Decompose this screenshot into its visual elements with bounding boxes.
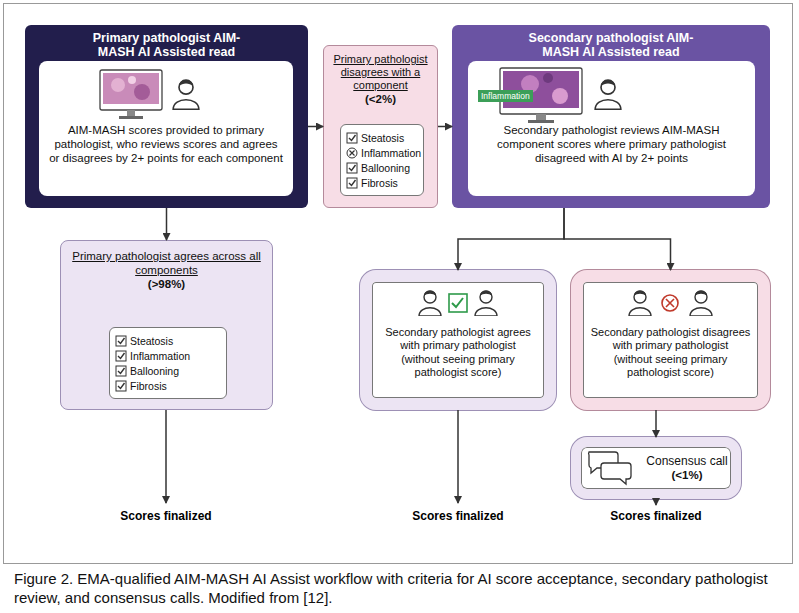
screen-tag: Inflammation [478,90,533,102]
flow-arrow [308,126,323,128]
box-text: Primary pathologist AIM-MASH AI Assisted… [79,31,254,59]
box-subtext: (without seeing primary pathologist scor… [583,353,758,378]
description-box: AIM-MASH scores provided to primary path… [39,61,293,196]
disagree-box: Primary pathologist disagrees with a com… [323,45,438,208]
outcome-label: Scores finalized [388,509,528,523]
box-subtext: (>98%) [67,277,266,291]
checklist-item: Inflammation [361,146,421,160]
box-text: Consensus call [643,454,731,468]
checklist-item: Steatosis [130,334,173,348]
outcome-label: Scores finalized [96,509,236,523]
box-text: Secondary pathologist AIM-MASH AI Assist… [524,31,699,59]
flow-arrow [166,208,168,240]
checklist-item: Inflammation [130,349,190,363]
figure-frame [4,4,793,564]
primary-read-box: Primary pathologist AIM-MASH AI Assisted… [25,25,308,208]
checklist-item: Ballooning [361,161,410,175]
description-box: Secondary pathologist reviews AIM-MASH c… [468,61,755,196]
box-text: Secondary pathologist agrees with primar… [372,326,544,351]
flow-arrow [655,410,657,437]
secondary-read-box: Secondary pathologist AIM-MASH AI Assist… [452,25,770,208]
outcome-label: Scores finalized [586,509,726,523]
checklist-item: Steatosis [361,131,404,145]
checklist-item: Ballooning [130,364,179,378]
secondary-agrees-box: Secondary pathologist agrees with primar… [360,270,556,410]
flow-arrow [564,208,671,270]
box-text: Secondary pathologist disagrees with pri… [583,326,758,351]
flow-arrow [458,208,564,270]
checklist-box: SteatosisInflammationBallooningFibrosis [109,327,227,399]
box-text: Primary pathologist agrees across all co… [67,249,266,277]
box-text: Secondary pathologist reviews AIM-MASH c… [468,123,755,165]
checklist-box: SteatosisInflammationBallooningFibrosis [340,124,424,196]
checklist-item: Fibrosis [361,176,398,190]
box-subtext: (without seeing primary pathologist scor… [372,353,544,378]
flow-arrow [438,126,452,128]
box-subtext: (<2%) [328,92,433,106]
secondary-disagrees-box: Secondary pathologist disagrees with pri… [571,270,770,410]
box-subtext: (<1%) [643,468,731,482]
consensus-box: Consensus call(<1%) [571,437,741,499]
checklist-item: Fibrosis [130,379,167,393]
box-text: Primary pathologist disagrees with a com… [328,53,433,92]
box-text: AIM-MASH scores provided to primary path… [39,123,293,165]
agree-box: Primary pathologist agrees across all co… [60,240,273,410]
figure-caption: Figure 2. EMA-qualified AIM-MASH AI Assi… [14,569,786,607]
